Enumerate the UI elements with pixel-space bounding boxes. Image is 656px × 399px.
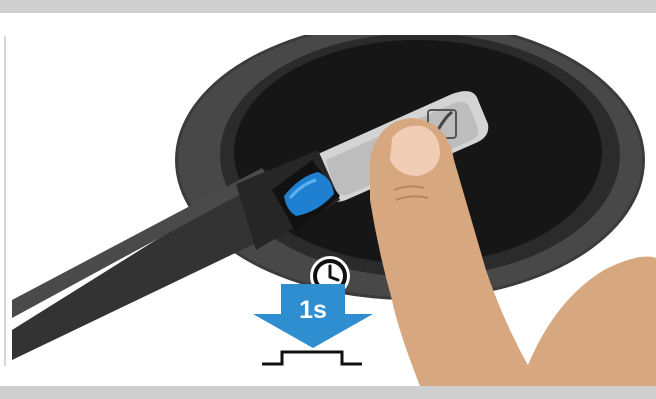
bottom-frame-bar — [0, 386, 656, 399]
duration-label: 1s — [283, 296, 343, 324]
pulse-signal-icon — [262, 352, 362, 364]
